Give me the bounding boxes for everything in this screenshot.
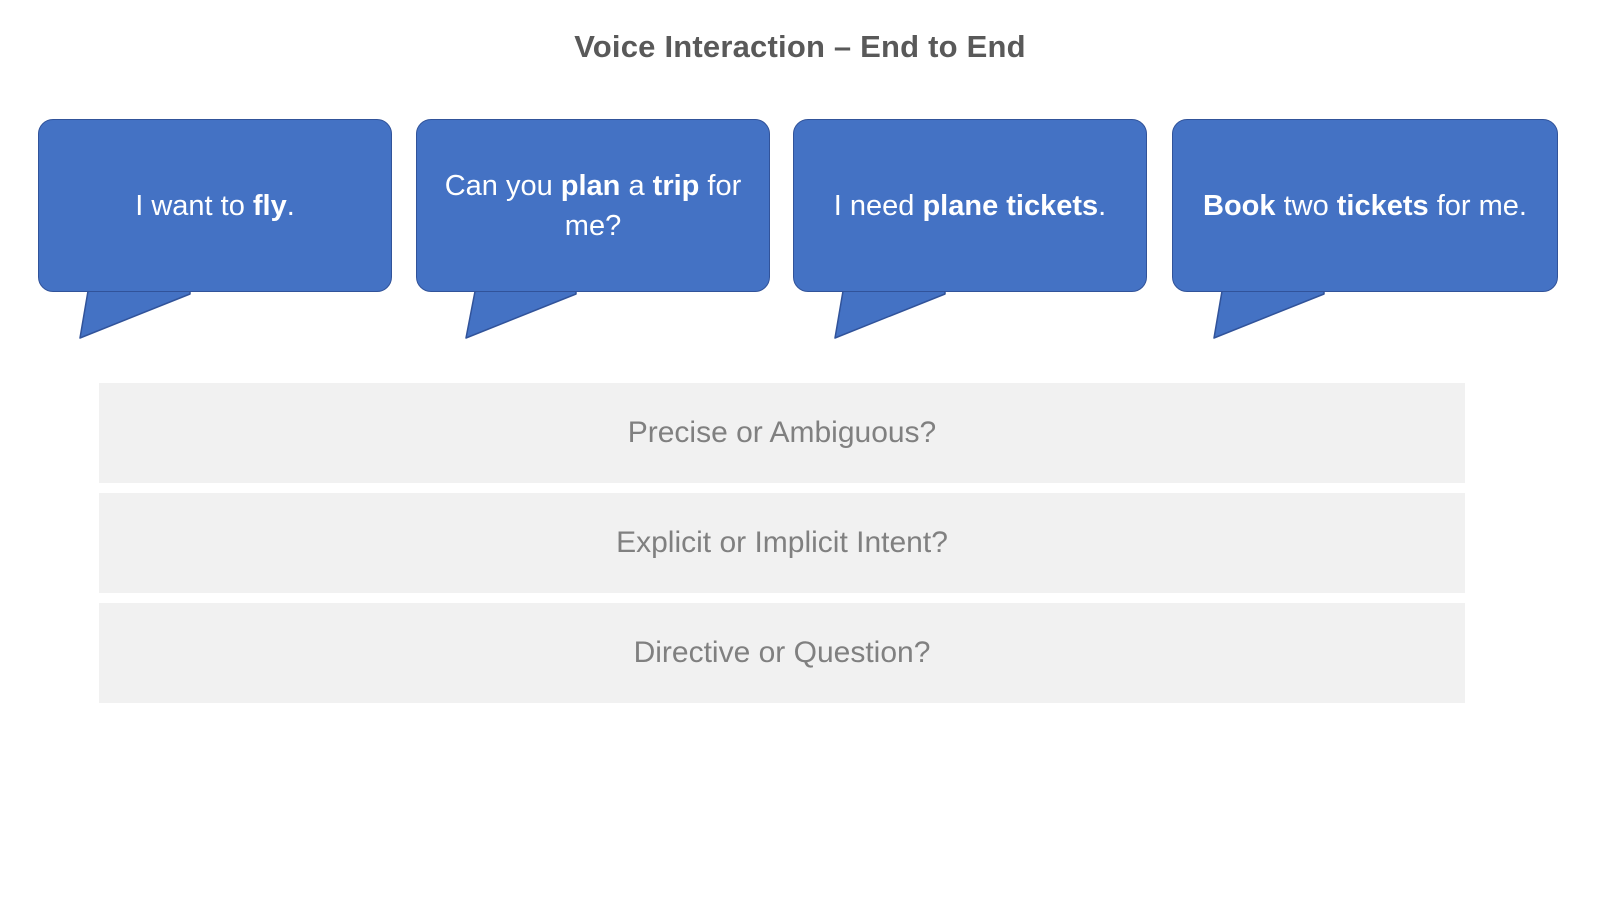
page-title: Voice Interaction – End to End (574, 29, 1026, 64)
speech-bubble-3-text: I need plane tickets. (833, 189, 1107, 222)
question-bar-2[interactable]: Explicit or Implicit Intent? (99, 493, 1465, 593)
speech-bubble-4-text: Book two tickets for me. (1203, 189, 1527, 222)
speech-bubble-group: I want to fly. Can you plan a trip for m… (0, 0, 1600, 360)
speech-bubble-2[interactable]: Can you plan a trip for me? (416, 119, 770, 292)
speech-bubble-1-text: I want to fly. (135, 189, 295, 222)
question-bar-1[interactable]: Precise or Ambiguous? (99, 383, 1465, 483)
question-bar-1-label: Precise or Ambiguous? (627, 416, 937, 449)
question-bar-3-label: Directive or Question? (633, 636, 931, 669)
speech-bubble-3[interactable]: I need plane tickets. (793, 119, 1147, 292)
speech-bubble-2-text: Can you plan a trip for me? (444, 169, 742, 242)
question-bar-2-label: Explicit or Implicit Intent? (616, 526, 948, 559)
speech-bubble-4[interactable]: Book two tickets for me. (1172, 119, 1558, 292)
question-bar-group: Precise or Ambiguous? Explicit or Implic… (99, 383, 1465, 713)
question-bar-3[interactable]: Directive or Question? (99, 603, 1465, 703)
speech-bubble-1[interactable]: I want to fly. (38, 119, 392, 292)
